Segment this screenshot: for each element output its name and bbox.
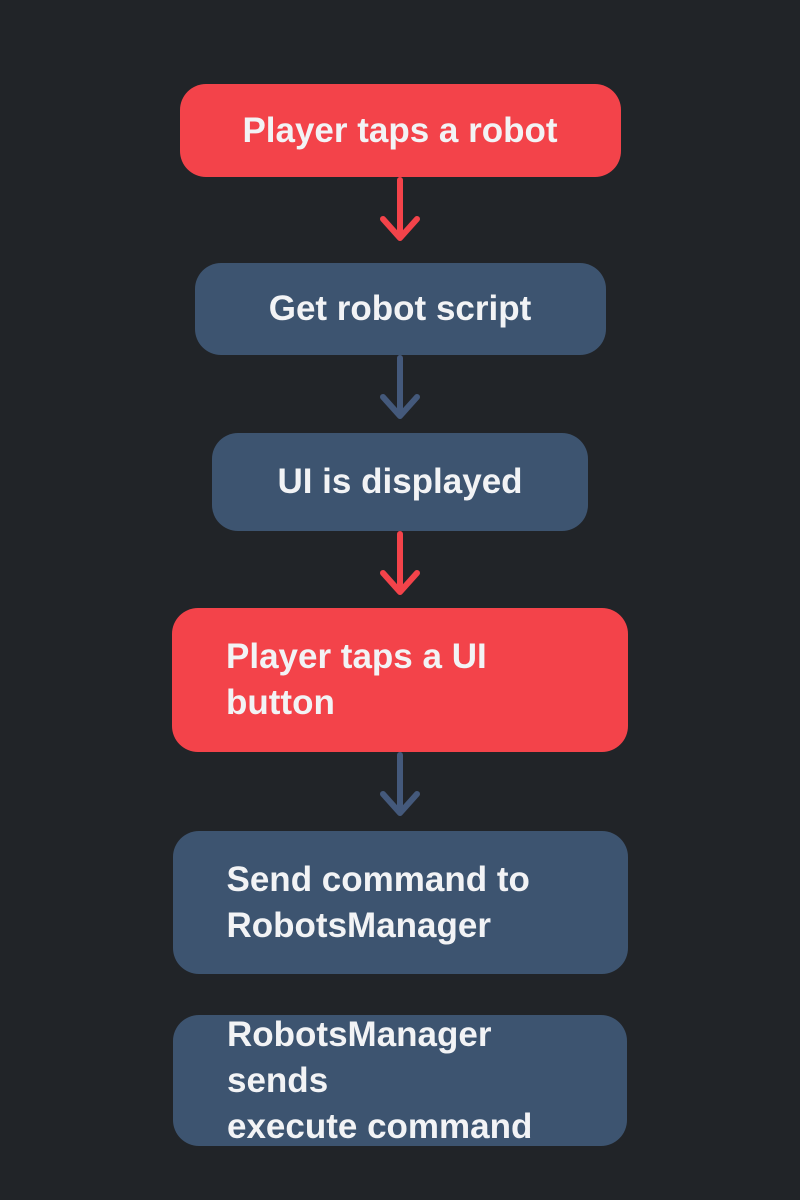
- flow-node-player-taps-a-robot: Player taps a robot: [179, 84, 621, 177]
- flow-node-label-line: execute command: [227, 1106, 533, 1146]
- arrow-down-icon: [380, 177, 420, 241]
- flow-node-label: Get robot script: [268, 289, 532, 328]
- flow-node-label-line: RobotsManager: [226, 905, 491, 945]
- flow-node-label: Player taps a robot: [242, 110, 558, 150]
- flow-node-label-line: Player taps a UI: [226, 637, 487, 676]
- flow-node-send-command-to-robotsmanager: Send command to RobotsManager: [172, 831, 628, 974]
- flow-node-robotsmanager-sends-execute-command: RobotsManager sends execute command: [173, 1015, 627, 1146]
- arrow-down-icon: [380, 531, 420, 595]
- down-arrow-connector: [372, 355, 428, 433]
- flow-node-label-line: RobotsManager sends: [227, 1014, 492, 1100]
- flow-node-label-line: button: [226, 683, 335, 722]
- arrow-down-icon: [380, 752, 420, 816]
- down-arrow-connector: [372, 531, 428, 608]
- arrow-down-icon: [380, 355, 420, 419]
- flow-node-ui-is-displayed: UI is displayed: [212, 433, 588, 531]
- flow-node-label: UI is displayed: [277, 462, 523, 501]
- flow-node-get-robot-script: Get robot script: [194, 263, 606, 355]
- flow-node-label-line: Send command to: [226, 859, 530, 899]
- down-arrow-connector: [372, 752, 428, 831]
- flow-node-player-taps-a-ui-button: Player taps a UI button: [172, 608, 628, 752]
- down-arrow-connector: [372, 177, 428, 263]
